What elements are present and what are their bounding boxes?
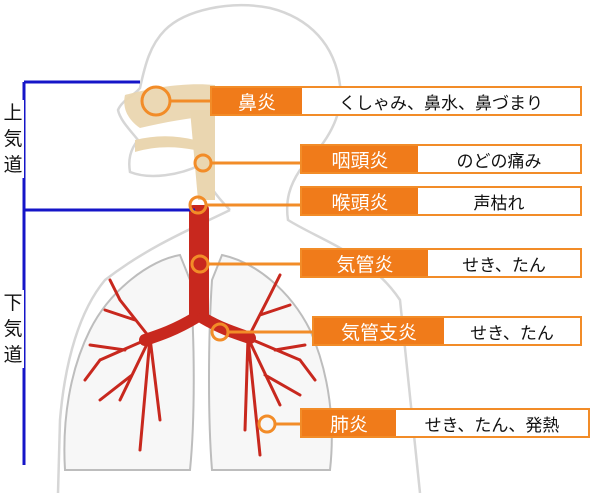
disease-laryngitis: 喉頭炎 声枯れ <box>300 186 582 216</box>
upper-airway-label: 上 気 道 <box>2 100 24 178</box>
bronchial-tree <box>83 273 317 457</box>
callout-lines <box>170 99 312 426</box>
disease-rhinitis: 鼻炎 くしゃみ、鼻水、鼻づまり <box>210 86 582 116</box>
trachea <box>189 205 209 320</box>
disease-name: 気管炎 <box>302 250 428 276</box>
disease-symptom: せき、たん <box>470 323 554 344</box>
disease-bronchitis: 気管支炎 せき、たん <box>312 316 582 346</box>
lower-airway-label: 下 気 道 <box>2 290 24 368</box>
disease-symptom: せき、たん <box>462 255 546 276</box>
airway-brackets <box>22 80 195 465</box>
disease-name: 咽頭炎 <box>302 146 418 172</box>
disease-name: 喉頭炎 <box>302 188 418 214</box>
disease-name: 気管支炎 <box>314 318 444 344</box>
disease-pharyngitis: 咽頭炎 のどの痛み <box>300 144 582 174</box>
callout-markers <box>140 85 277 434</box>
right-lung <box>63 253 195 471</box>
disease-tracheitis: 気管炎 せき、たん <box>300 248 582 278</box>
disease-symptom: のどの痛み <box>456 151 542 172</box>
disease-pneumonia: 肺炎 せき、たん、発熱 <box>300 408 590 438</box>
disease-symptom: 声枯れ <box>473 193 525 214</box>
disease-symptom: せき、たん、発熱 <box>424 415 560 436</box>
disease-name: 肺炎 <box>302 410 396 436</box>
disease-symptom: くしゃみ、鼻水、鼻づまり <box>339 93 543 114</box>
mouth <box>135 136 195 152</box>
disease-name: 鼻炎 <box>212 88 302 114</box>
